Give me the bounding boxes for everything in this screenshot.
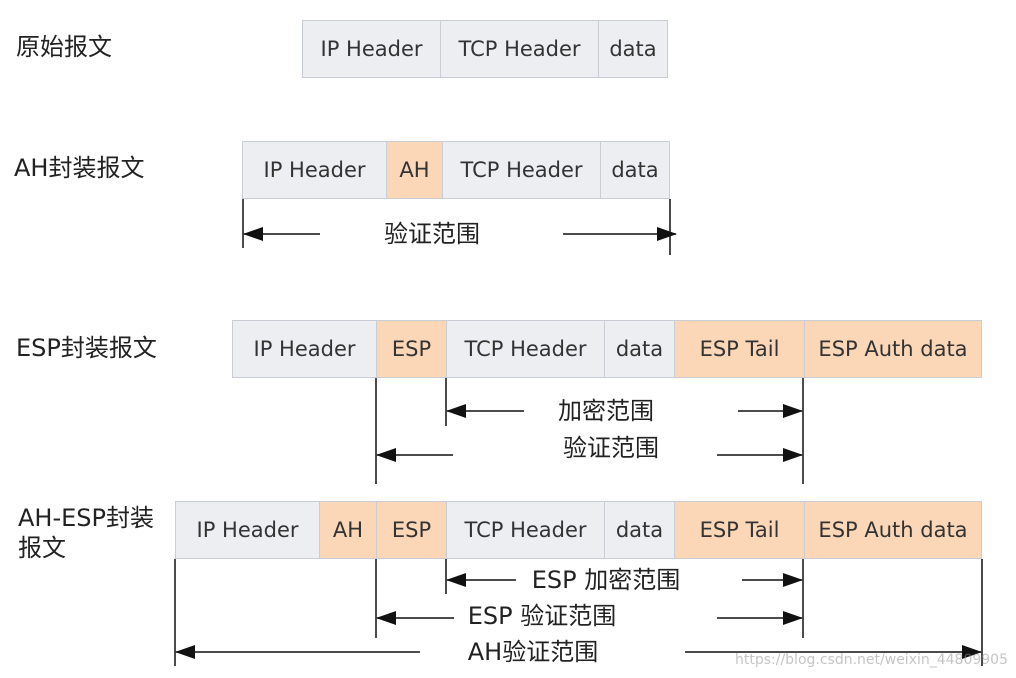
packet-cell: ESP — [376, 320, 446, 378]
row-label-esp: ESP封装报文 — [16, 334, 157, 362]
packet-cell: ESP Auth data — [804, 501, 982, 559]
range-label: AH验证范围 — [467, 638, 599, 666]
packet-cell: TCP Header — [446, 501, 604, 559]
packet-cell: TCP Header — [442, 141, 600, 199]
packet-cell: IP Header — [232, 320, 376, 378]
packet-cell: ESP Tail — [674, 501, 804, 559]
range-label: 验证范围 — [384, 220, 480, 248]
packet-cell: data — [604, 320, 674, 378]
packet-cell: data — [604, 501, 674, 559]
packet-cell: TCP Header — [440, 20, 598, 78]
packet-cell: ESP Tail — [674, 320, 804, 378]
packet-cell: IP Header — [302, 20, 440, 78]
packet-cell: TCP Header — [446, 320, 604, 378]
packet-cell: data — [600, 141, 670, 199]
row-label-ah-esp: AH-ESP封装报文 — [18, 504, 154, 562]
packet-cell: AH — [386, 141, 442, 199]
packet-cell: ESP — [376, 501, 446, 559]
range-label: 验证范围 — [563, 434, 659, 462]
row-label-ah: AH封装报文 — [14, 154, 145, 182]
range-label: ESP 加密范围 — [531, 566, 681, 594]
range-label: ESP 验证范围 — [467, 602, 617, 630]
packet-cell: data — [598, 20, 668, 78]
packet-cell: ESP Auth data — [804, 320, 982, 378]
watermark: https://blog.csdn.net/weixin_44809905 — [734, 652, 1008, 668]
packet-cell: IP Header — [175, 501, 319, 559]
packet-cell: IP Header — [242, 141, 386, 199]
row-label-original: 原始报文 — [16, 33, 112, 61]
packet-cell: AH — [319, 501, 376, 559]
range-label: 加密范围 — [558, 397, 654, 425]
